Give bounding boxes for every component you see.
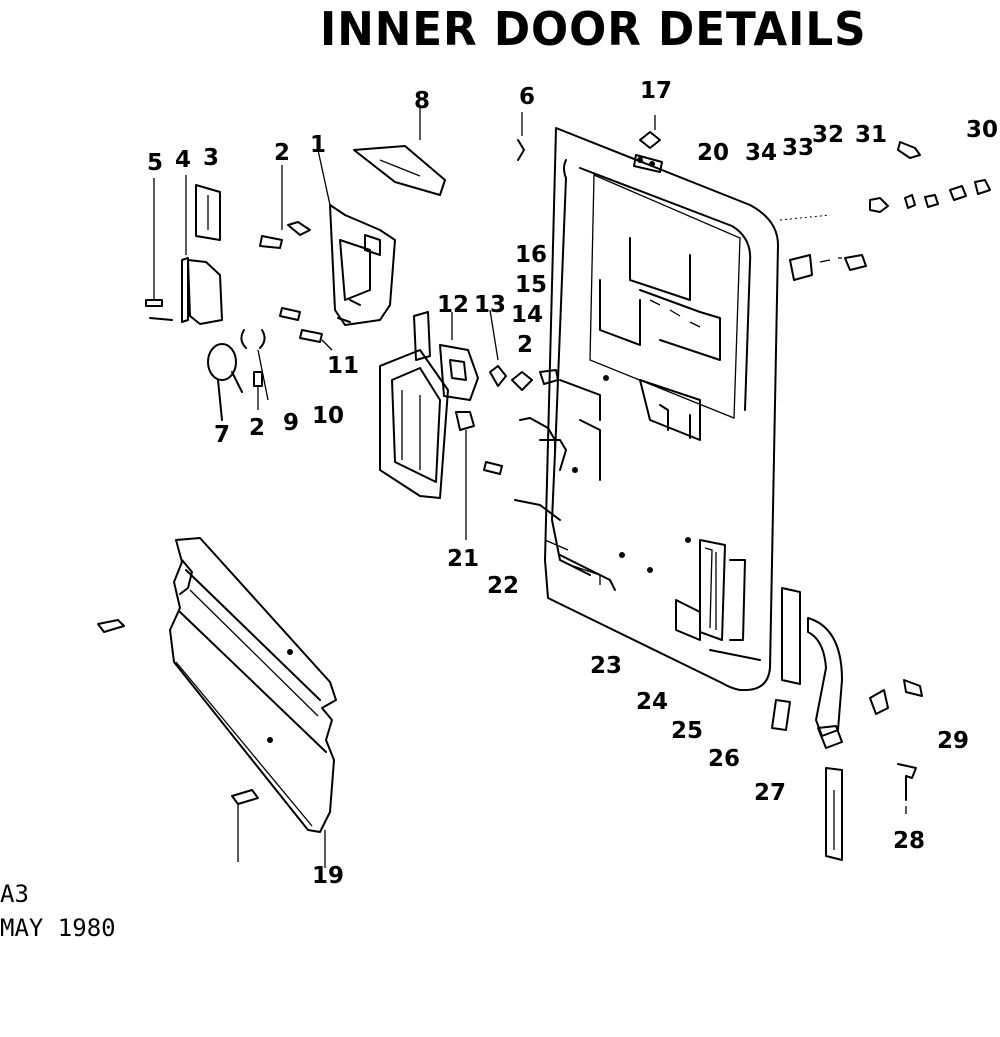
callout-11: 11	[327, 353, 359, 379]
callout-labels: 5 4 3 2 1 8 6 17 20 34 33 32 31 30 16 15…	[147, 78, 998, 889]
callout-2c: 2	[249, 415, 265, 441]
part-6-clip	[517, 112, 525, 161]
callout-33: 33	[782, 135, 814, 161]
callout-5: 5	[147, 150, 163, 176]
parts-12-13-14	[439, 309, 559, 401]
callout-3: 3	[203, 145, 219, 171]
callout-9: 9	[283, 410, 299, 436]
callout-14: 14	[511, 302, 543, 328]
bracket-8	[353, 105, 446, 196]
callout-22: 22	[487, 573, 519, 599]
diagram-title: INNER DOOR DETAILS	[320, 2, 867, 56]
document-code: A3	[0, 880, 29, 908]
document-date: MAY 1980	[0, 914, 116, 942]
callout-25: 25	[671, 718, 703, 744]
top-hinge-parts	[633, 115, 663, 173]
hinge-parts-23-29	[771, 587, 923, 861]
callout-1: 1	[310, 132, 326, 158]
callout-27: 27	[754, 780, 786, 806]
callout-31: 31	[855, 122, 887, 148]
callout-17: 17	[640, 78, 672, 104]
callout-4: 4	[175, 147, 191, 173]
latch-assembly-1	[259, 149, 396, 326]
callout-34: 34	[745, 140, 777, 166]
callout-2b: 2	[517, 332, 533, 358]
callout-16: 16	[515, 242, 547, 268]
callout-10: 10	[312, 403, 344, 429]
switch-parts-3-4-5	[145, 175, 223, 325]
parts-7-9	[207, 329, 269, 421]
callout-30: 30	[966, 117, 998, 143]
callout-32: 32	[812, 122, 844, 148]
callout-21: 21	[447, 546, 479, 572]
callout-26: 26	[708, 746, 740, 772]
callout-28: 28	[893, 828, 925, 854]
callout-6: 6	[519, 84, 535, 110]
callout-24: 24	[636, 689, 668, 715]
callout-12: 12	[437, 292, 469, 318]
callout-19: 19	[312, 863, 344, 889]
part-11-screws	[279, 307, 333, 351]
part-21	[455, 411, 503, 540]
callout-2a: 2	[274, 140, 290, 166]
callout-15: 15	[515, 272, 547, 298]
callout-29: 29	[937, 728, 969, 754]
dispenser-housing-10	[379, 311, 449, 499]
callout-20: 20	[697, 140, 729, 166]
inner-door-panel	[514, 127, 779, 691]
callout-7: 7	[214, 422, 230, 448]
lower-access-panel-19	[97, 537, 337, 868]
callout-8: 8	[414, 88, 430, 114]
screw-series-30-34	[779, 141, 991, 281]
callout-13: 13	[474, 292, 506, 318]
callout-23: 23	[590, 653, 622, 679]
